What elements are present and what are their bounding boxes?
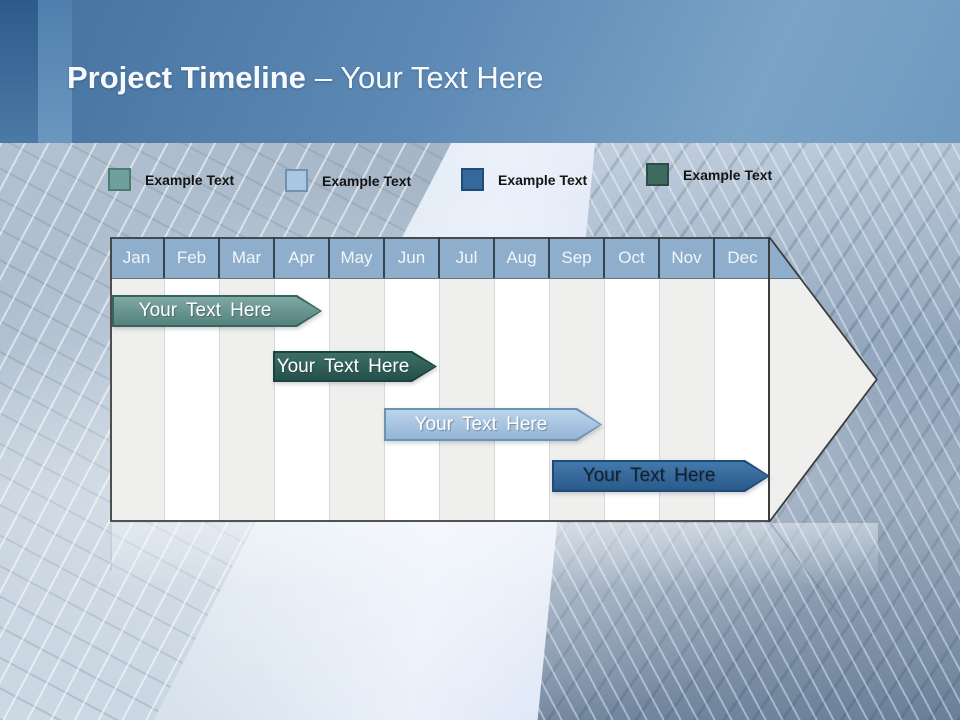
month-cell-oct[interactable]: Oct bbox=[605, 237, 660, 278]
legend-item-1[interactable]: Example Text bbox=[108, 168, 234, 191]
bar-label: Your Text Here bbox=[582, 465, 716, 486]
grid-column bbox=[330, 279, 385, 522]
month-cell-feb[interactable]: Feb bbox=[165, 237, 220, 278]
legend-swatch-3 bbox=[646, 163, 669, 186]
bar-arrow-fill bbox=[554, 462, 768, 490]
legend-item-3[interactable]: Example Text bbox=[461, 168, 587, 191]
month-cell-jun[interactable]: Jun bbox=[385, 237, 440, 278]
page-title: Project Timeline– Your Text Here bbox=[67, 60, 544, 96]
grid-column bbox=[440, 279, 495, 522]
month-cell-jul[interactable]: Jul bbox=[440, 237, 495, 278]
bar-label: Your Text Here bbox=[414, 413, 548, 435]
timeline-bar-1[interactable]: Your Text Here bbox=[273, 351, 437, 382]
month-cell-sep[interactable]: Sep bbox=[550, 237, 605, 278]
timeline-bar-3[interactable]: Your Text Here bbox=[552, 460, 770, 492]
legend-swatch-2 bbox=[461, 168, 484, 191]
title-band: Project Timeline– Your Text Here bbox=[0, 0, 960, 143]
bar-label: Your Text Here bbox=[276, 355, 410, 377]
month-cell-mar[interactable]: Mar bbox=[220, 237, 275, 278]
legend-item-2[interactable]: Example Text bbox=[285, 169, 411, 192]
grid-column bbox=[495, 279, 550, 522]
title-band-stripe-light bbox=[38, 0, 72, 143]
bar-arrow-fill bbox=[114, 297, 320, 325]
month-cell-may[interactable]: May bbox=[330, 237, 385, 278]
month-header-row: Jan Feb Mar Apr May Jun Jul Aug Sep Oct … bbox=[110, 237, 878, 279]
month-cell-dec[interactable]: Dec bbox=[727, 247, 758, 267]
page-title-secondary: – Your Text Here bbox=[314, 60, 544, 95]
legend-label: Example Text bbox=[683, 166, 773, 183]
bar-label: Your Text Here bbox=[138, 300, 272, 321]
legend-label: Example Text bbox=[322, 172, 412, 189]
title-band-stripe-dark bbox=[0, 0, 38, 143]
bar-arrow-fill bbox=[386, 410, 600, 439]
legend-swatch-0 bbox=[108, 168, 131, 191]
legend-item-4[interactable]: Example Text bbox=[646, 163, 772, 186]
timeline-arrow-shape: Jan Feb Mar Apr May Jun Jul Aug Sep Oct … bbox=[110, 237, 878, 522]
legend-label: Example Text bbox=[498, 171, 588, 188]
timeline-bar-2[interactable]: Your Text Here bbox=[384, 408, 602, 441]
month-cell-jan[interactable]: Jan bbox=[110, 237, 165, 278]
month-cell-apr[interactable]: Apr bbox=[275, 237, 330, 278]
legend-swatch-1 bbox=[285, 169, 308, 192]
month-cell-aug[interactable]: Aug bbox=[495, 237, 550, 278]
bar-arrow-fill bbox=[275, 353, 435, 380]
month-cell-nov[interactable]: Nov bbox=[660, 237, 715, 278]
grid-column bbox=[385, 279, 440, 522]
timeline-bar-0[interactable]: Your Text Here bbox=[112, 295, 322, 327]
page-title-primary: Project Timeline bbox=[67, 60, 306, 95]
legend-label: Example Text bbox=[145, 171, 235, 188]
